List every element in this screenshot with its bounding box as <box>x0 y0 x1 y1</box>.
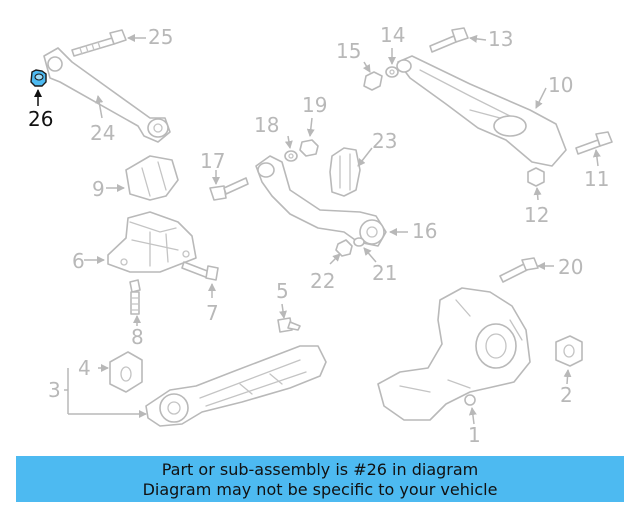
callout-3: 3 <box>48 378 61 402</box>
callout-25: 25 <box>148 25 173 49</box>
part-24-lateral-link[interactable] <box>43 47 171 143</box>
callout-11: 11 <box>584 167 609 191</box>
part-15-nut[interactable] <box>363 71 383 91</box>
callout-9: 9 <box>92 177 105 201</box>
callout-8: 8 <box>131 325 144 349</box>
callout-6: 6 <box>72 249 85 273</box>
info-banner: Part or sub-assembly is #26 in diagram D… <box>16 456 624 502</box>
callout-5: 5 <box>276 279 289 303</box>
callout-24: 24 <box>90 121 115 145</box>
callout-1: 1 <box>468 423 481 447</box>
callout-18: 18 <box>254 113 279 137</box>
callout-15: 15 <box>336 39 361 63</box>
part-10-lower-arm[interactable] <box>396 55 567 167</box>
callout-16: 16 <box>412 219 437 243</box>
callout-23: 23 <box>372 129 397 153</box>
part-22-nut[interactable] <box>335 239 353 257</box>
part-8-bolt[interactable] <box>129 279 141 315</box>
callout-21: 21 <box>372 261 397 285</box>
callout-10: 10 <box>548 73 573 97</box>
callout-14: 14 <box>380 23 405 47</box>
part-23-bracket[interactable] <box>329 147 361 197</box>
part-17-bolt[interactable] <box>209 177 249 201</box>
part-1-knuckle[interactable] <box>377 287 531 421</box>
callout-17: 17 <box>200 149 225 173</box>
callout-19: 19 <box>302 93 327 117</box>
part-20-bolt[interactable] <box>499 257 539 283</box>
part-9-insulator[interactable] <box>125 155 179 201</box>
part-21-washer[interactable] <box>353 237 365 247</box>
leader-lines <box>34 34 601 425</box>
callout-13: 13 <box>488 27 513 51</box>
part-13-bolt[interactable] <box>429 27 469 53</box>
part-12-nut[interactable] <box>527 167 545 187</box>
parts-diagram: 26 25 24 9 6 7 8 17 18 19 23 16 22 21 20… <box>28 23 613 447</box>
part-5-bolt[interactable] <box>277 317 301 333</box>
part-3-trailing-arm[interactable] <box>145 345 327 427</box>
part-19-nut[interactable] <box>299 139 319 157</box>
callout-2: 2 <box>560 383 573 407</box>
callout-7: 7 <box>206 301 219 325</box>
part-2-bushing[interactable] <box>555 335 583 367</box>
callout-20: 20 <box>558 255 583 279</box>
part-14-washer[interactable] <box>385 66 399 78</box>
part-18-washer[interactable] <box>284 150 298 162</box>
callout-22: 22 <box>310 269 335 293</box>
callout-labels: 26 25 24 9 6 7 8 17 18 19 23 16 22 21 20… <box>28 23 609 447</box>
part-25-bolt[interactable] <box>71 29 127 57</box>
part-11-bolt[interactable] <box>575 131 613 155</box>
part-16-control-arm[interactable] <box>255 155 387 247</box>
banner-line-1: Part or sub-assembly is #26 in diagram <box>161 460 479 479</box>
banner-line-2: Diagram may not be specific to your vehi… <box>142 480 498 499</box>
part-6-bracket[interactable] <box>107 211 197 273</box>
callout-26: 26 <box>28 107 53 131</box>
part-4-bushing[interactable] <box>109 351 143 393</box>
callout-4: 4 <box>78 356 91 380</box>
part-26-nut[interactable] <box>30 69 47 87</box>
callout-12: 12 <box>524 203 549 227</box>
part-7-bolt[interactable] <box>181 261 219 281</box>
